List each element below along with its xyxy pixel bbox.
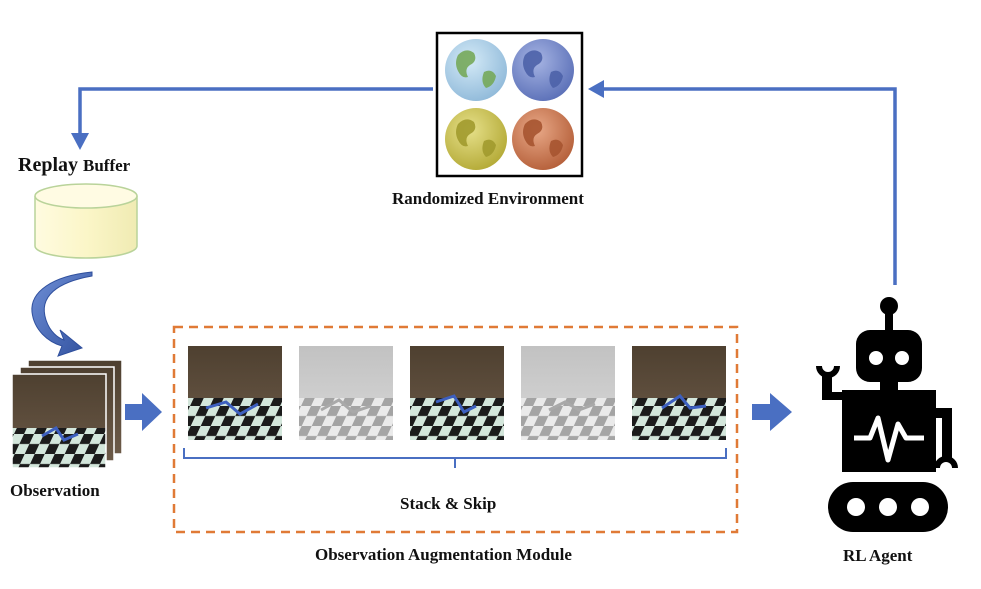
database-cylinder-icon — [34, 183, 138, 259]
replay-buffer-sub: Buffer — [83, 156, 131, 175]
augmentation-module-box — [172, 325, 739, 534]
stack-skip-bracket — [183, 448, 727, 468]
stack-skip-label: Stack & Skip — [400, 494, 497, 513]
module-to-agent-arrow — [752, 393, 792, 431]
rl-agent-label: RL Agent — [843, 546, 913, 565]
feedback-arrows — [78, 87, 897, 285]
replay-buffer-label: Replay Buffer — [18, 154, 130, 177]
globe-icon — [512, 39, 574, 101]
agent-to-env-arrow — [602, 87, 897, 285]
robot-icon — [816, 297, 958, 532]
augmented-frame-3 — [410, 346, 504, 440]
globe-icon — [445, 108, 507, 170]
augmented-frames — [188, 346, 726, 440]
observation-stack — [11, 359, 123, 469]
observation-frame — [11, 373, 107, 469]
augmented-frame-5 — [632, 346, 726, 440]
augmented-frame-4 — [521, 346, 615, 440]
env-to-buffer-arrow — [78, 87, 433, 135]
augmented-frame-1 — [188, 346, 282, 440]
randomized-environment-label: Randomized Environment — [392, 189, 584, 208]
arrowhead-env — [588, 80, 604, 98]
augmentation-module-label: Observation Augmentation Module — [315, 545, 572, 564]
globe-icon — [445, 39, 507, 101]
observation-to-module-arrow — [125, 393, 162, 431]
observation-label: Observation — [10, 481, 100, 500]
arrowhead-buffer — [71, 133, 89, 150]
globe-icon — [512, 108, 574, 170]
augmented-frame-2 — [299, 346, 393, 440]
buffer-to-observation-arrow — [31, 271, 93, 357]
replay-buffer-main: Replay — [18, 154, 78, 176]
randomized-environment — [435, 31, 584, 178]
